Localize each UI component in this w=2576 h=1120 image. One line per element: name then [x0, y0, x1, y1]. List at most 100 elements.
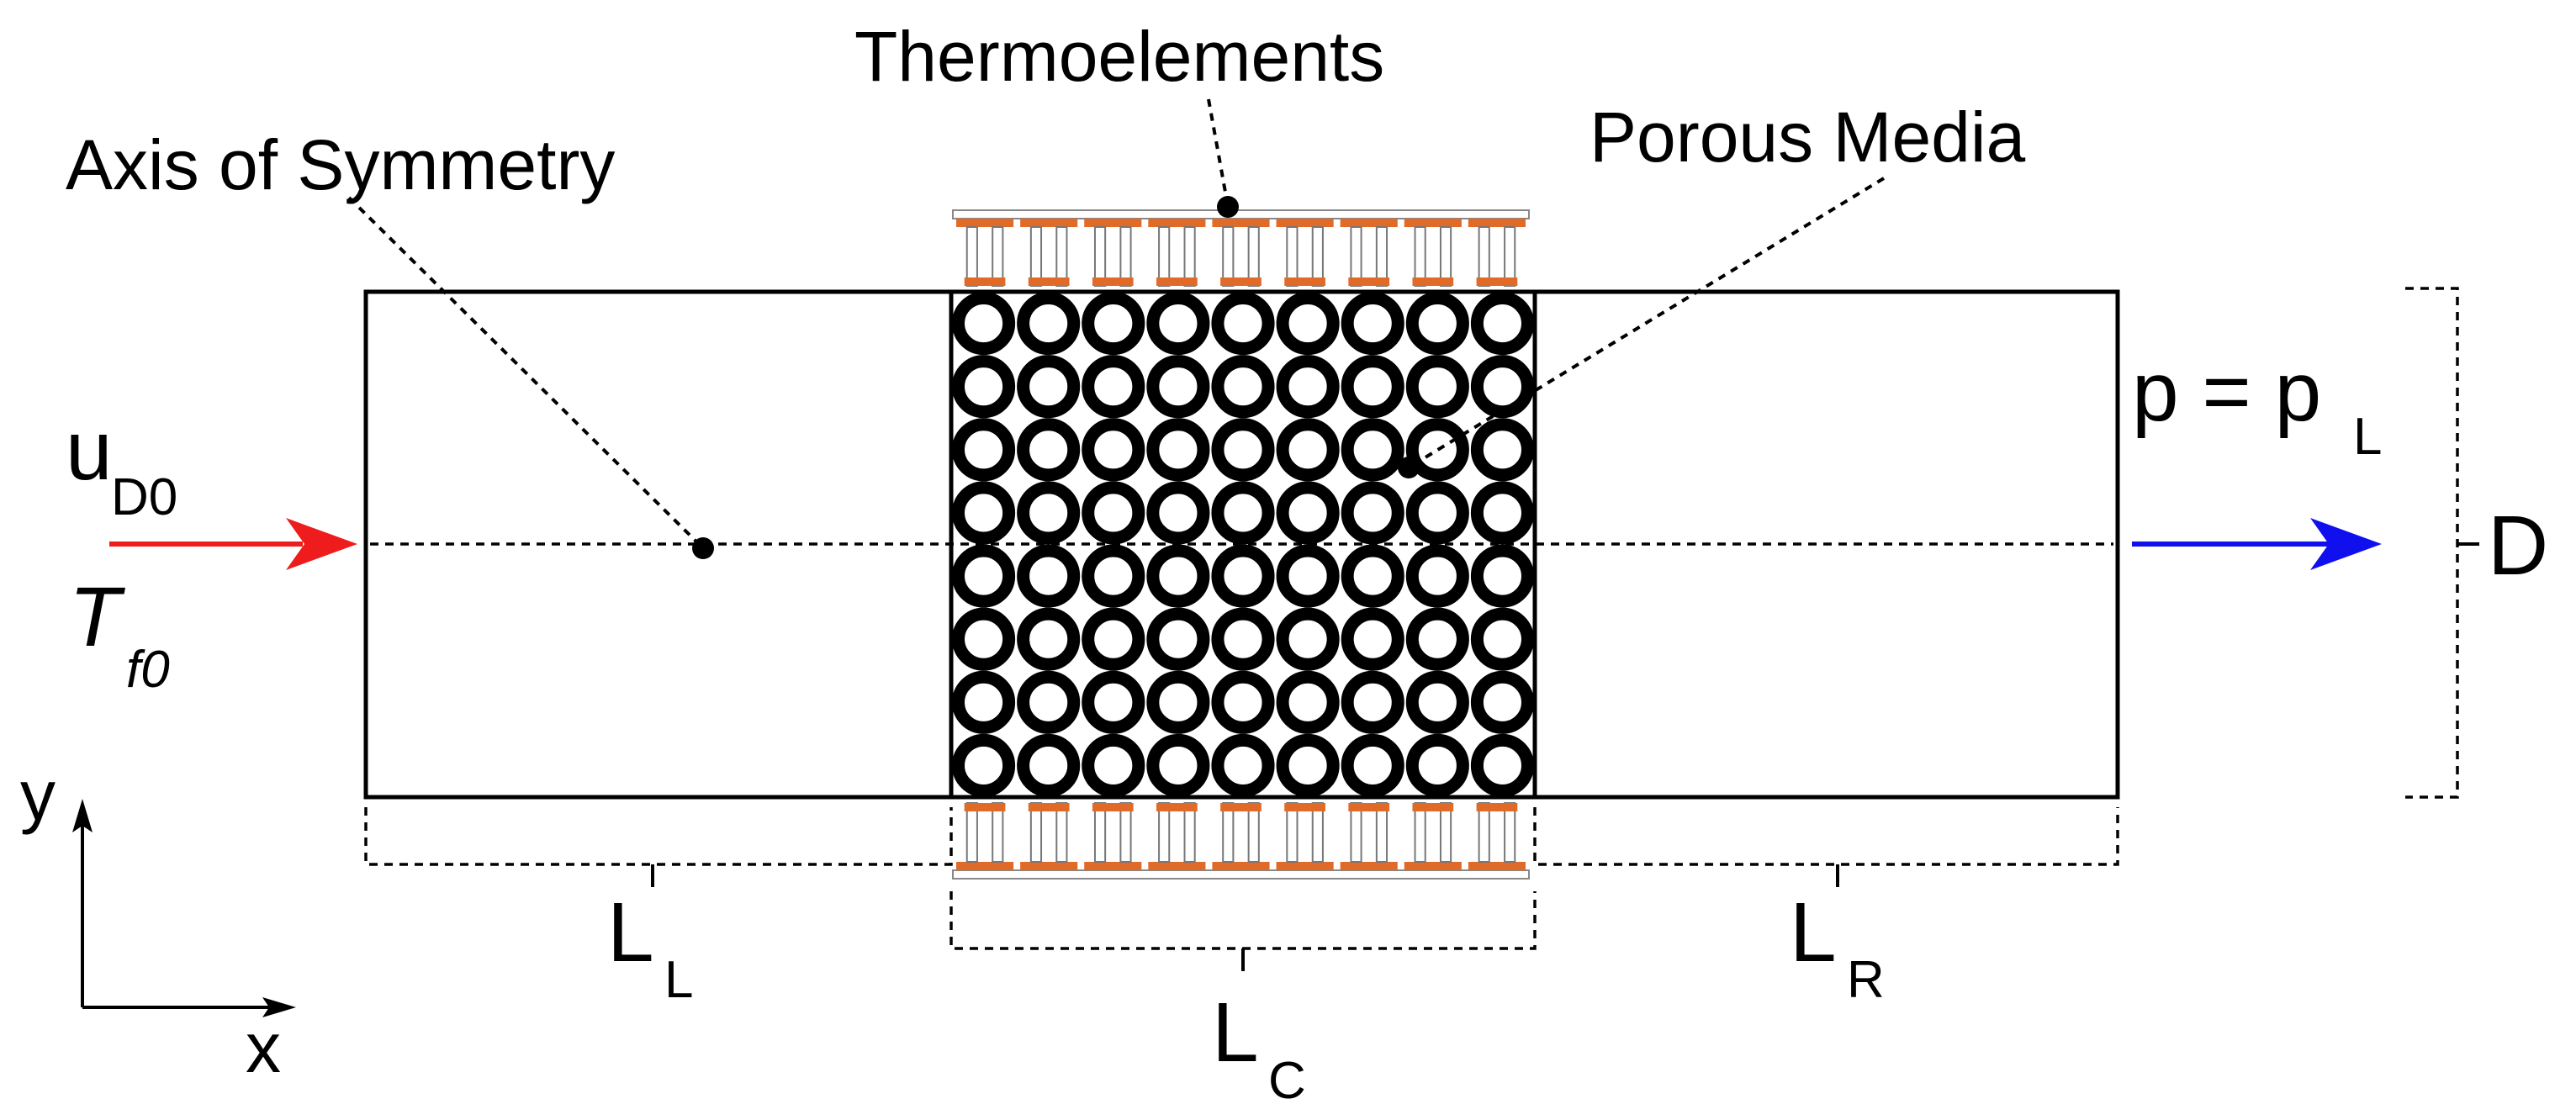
pore-circle: [1405, 355, 1469, 419]
thermoelement-contact: [1476, 803, 1518, 811]
pore-circle: [1405, 670, 1469, 734]
pore-circle: [1470, 481, 1534, 545]
thermoelement-leg: [1119, 802, 1132, 863]
pore-circle: [1276, 481, 1340, 545]
thermoelement-contact: [1404, 219, 1462, 227]
thermoelement-leg: [1286, 226, 1299, 287]
thermoelement-contact: [1212, 862, 1270, 870]
thermoelement-leg: [965, 226, 978, 287]
thermoelement-leg: [1414, 802, 1426, 863]
pore-circle: [1276, 418, 1340, 482]
thermoelement-leg: [1375, 802, 1389, 863]
inlet-velocity-symbol: u: [66, 404, 113, 498]
thermoelement-plate: [952, 209, 1530, 219]
thermoelement-leg: [1055, 802, 1068, 863]
pore-circle: [1017, 544, 1081, 608]
thermoelement-leg: [1350, 802, 1362, 863]
pore-circle: [1017, 418, 1081, 482]
pore-circle: [1146, 670, 1210, 734]
length-left-bracket: [364, 807, 953, 866]
pore-circle: [1211, 418, 1275, 482]
pore-circle: [952, 544, 1016, 608]
diameter-bracket: [2405, 287, 2459, 799]
thermoelement-contact: [1284, 277, 1325, 286]
thermoelement-leg: [1504, 802, 1516, 863]
thermoelement-plate: [952, 869, 1530, 880]
pore-circle: [1146, 292, 1210, 356]
pore-circle: [952, 481, 1016, 545]
length-left-label: L L: [607, 885, 693, 1009]
pore-circle: [1341, 544, 1404, 608]
thermoelement-contact: [1156, 277, 1198, 286]
thermoelement-leg: [1093, 226, 1107, 287]
axis-of-symmetry-leader: [347, 196, 705, 550]
leader-lines: [347, 98, 1886, 559]
porous-media-label: Porous Media: [1590, 98, 2026, 177]
length-right-symbol: L: [1790, 885, 1837, 980]
thermoelement-contact: [1220, 803, 1262, 811]
outlet-pressure-text: p = p: [2132, 345, 2321, 439]
porous-media-block: [949, 289, 1537, 800]
pore-circle: [1470, 418, 1534, 482]
thermoelement-contact: [1340, 219, 1398, 227]
porous-media-marker: [1398, 457, 1420, 478]
thermoelement-leg: [1093, 802, 1107, 863]
thermoelement-leg: [1311, 802, 1324, 863]
diameter-label: D: [2488, 499, 2548, 593]
thermoelement-contact: [1028, 803, 1070, 811]
thermoelement-leg: [1350, 226, 1362, 287]
thermoelements-label: Thermoelements: [854, 17, 1384, 96]
thermoelement-leg: [1478, 802, 1490, 863]
pore-circle: [1082, 670, 1145, 734]
thermoelement-leg: [1055, 226, 1068, 287]
pore-circle: [1470, 733, 1534, 797]
pore-circle: [952, 733, 1016, 797]
length-left-symbol: L: [607, 885, 654, 980]
pore-circle: [1017, 292, 1081, 356]
thermoelement-leg: [992, 802, 1004, 863]
pore-circle: [1082, 355, 1145, 419]
length-right-subscript: R: [1847, 951, 1885, 1009]
pore-circle: [1211, 355, 1275, 419]
axis-of-symmetry-marker: [692, 537, 714, 559]
x-axis-label: x: [246, 1008, 281, 1087]
pore-circle: [1082, 733, 1145, 797]
thermoelement-module-bottom: [952, 802, 1530, 880]
pore-circle: [1405, 733, 1469, 797]
thermoelement-leg: [1158, 802, 1171, 863]
pore-circle: [1341, 418, 1404, 482]
thermoelement-leg: [1375, 226, 1389, 287]
x-axis-arrowhead: [262, 997, 296, 1017]
thermoelement-contact: [1092, 803, 1134, 811]
pore-circle: [1082, 292, 1145, 356]
thermoelement-contact: [1212, 219, 1270, 227]
inlet-flow-arrow: [109, 518, 357, 570]
thermoelement-contact: [956, 862, 1014, 870]
pore-circle: [952, 355, 1016, 419]
pore-circle: [1405, 418, 1469, 482]
pore-circle: [1341, 481, 1404, 545]
length-right-bracket: [1533, 807, 2119, 866]
outlet-pressure-subscript: L: [2353, 408, 2382, 466]
thermoelement-contact: [964, 277, 1006, 286]
pore-circle: [1276, 355, 1340, 419]
pore-circle: [1470, 607, 1534, 671]
pore-circle: [1146, 355, 1210, 419]
outlet-flow-arrow: [2132, 518, 2382, 570]
pore-circle: [1470, 292, 1534, 356]
thermoelement-contact: [1020, 219, 1078, 227]
thermoelement-contact: [1348, 277, 1390, 286]
thermoelement-leg: [1119, 226, 1132, 287]
thermoelement-leg: [1183, 802, 1196, 863]
thermoelement-contact: [1284, 803, 1325, 811]
length-center-bracket: [949, 891, 1537, 950]
y-axis-arrowhead: [72, 799, 93, 832]
pore-circle: [1017, 481, 1081, 545]
porous-media-leader: [1407, 177, 1886, 469]
pore-circle: [1082, 544, 1145, 608]
pore-circle: [1405, 292, 1469, 356]
outlet-pressure-label: p = p L: [2132, 345, 2382, 466]
thermoelement-leg: [1439, 802, 1452, 863]
pore-circle: [952, 607, 1016, 671]
